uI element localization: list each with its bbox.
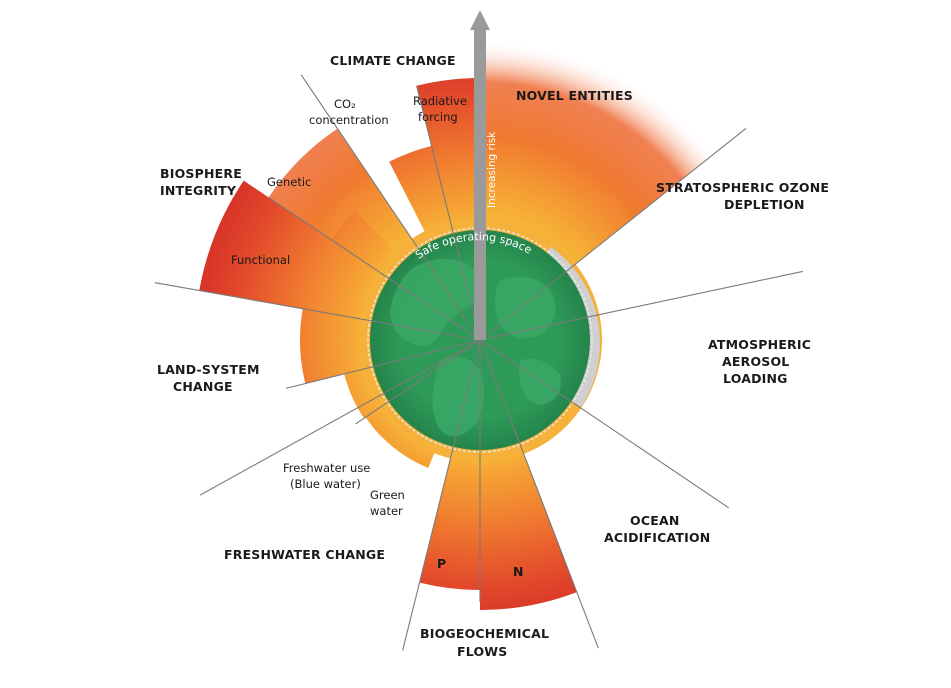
novel-entities-label: NOVEL ENTITIES xyxy=(516,88,633,103)
divider-land-bio xyxy=(154,282,481,341)
aerosol-label-2: AEROSOL xyxy=(722,354,789,369)
co2-label: CO₂ xyxy=(334,97,356,111)
increasing-risk-label: Increasing risk xyxy=(486,131,498,208)
divider-functional-genetic xyxy=(268,196,481,341)
genetic-label: Genetic xyxy=(267,175,311,189)
biosphere-label-1: BIOSPHERE xyxy=(160,166,242,181)
functional-label: Functional xyxy=(231,253,290,267)
biogeochemical-label-2: FLOWS xyxy=(457,644,507,659)
divider-blue-land xyxy=(285,339,481,389)
stratospheric-ozone-label-2: DEPLETION xyxy=(724,197,805,212)
p-label: P xyxy=(437,556,446,571)
climate-change-label: CLIMATE CHANGE xyxy=(330,53,456,68)
aerosol-label-3: LOADING xyxy=(723,371,788,386)
green-water-label-2: water xyxy=(370,504,403,518)
green-water-label-1: Green xyxy=(370,488,405,502)
biogeochemical-label-1: BIOGEOCHEMICAL xyxy=(420,626,549,641)
land-system-label-1: LAND-SYSTEM xyxy=(157,362,260,377)
divider-fresh-biogeo xyxy=(402,339,481,651)
divider-co2-radiative xyxy=(416,85,481,341)
divider-ocean-n xyxy=(479,339,599,649)
stratospheric-ozone-label-1: STRATOSPHERIC OZONE xyxy=(656,180,829,195)
increasing-risk-arrow xyxy=(470,10,490,340)
freshwater-change-label: FRESHWATER CHANGE xyxy=(224,547,385,562)
divider-novel-ozone xyxy=(479,127,747,341)
divider-bio-climate xyxy=(300,74,481,341)
aerosol-label-1: ATMOSPHERIC xyxy=(708,337,811,352)
land-system-label-2: CHANGE xyxy=(173,379,233,394)
divider-ozone-aerosol xyxy=(479,270,803,341)
ocean-label-1: OCEAN xyxy=(630,513,679,528)
freshwater-use-label-1: Freshwater use xyxy=(283,461,370,475)
forcing-label: forcing xyxy=(418,110,458,124)
biosphere-label-2: INTEGRITY xyxy=(160,183,237,198)
sector-dividers xyxy=(154,74,803,651)
divider-aerosol-ocean xyxy=(479,339,730,509)
n-label: N xyxy=(513,564,524,579)
divider-green-blue xyxy=(355,339,481,425)
co2-concentration-label: concentration xyxy=(309,113,389,127)
divider-fresh-land xyxy=(199,339,481,496)
ocean-label-2: ACIDIFICATION xyxy=(604,530,710,545)
radiative-label: Radiative xyxy=(413,94,467,108)
freshwater-use-label-2: (Blue water) xyxy=(290,477,361,491)
